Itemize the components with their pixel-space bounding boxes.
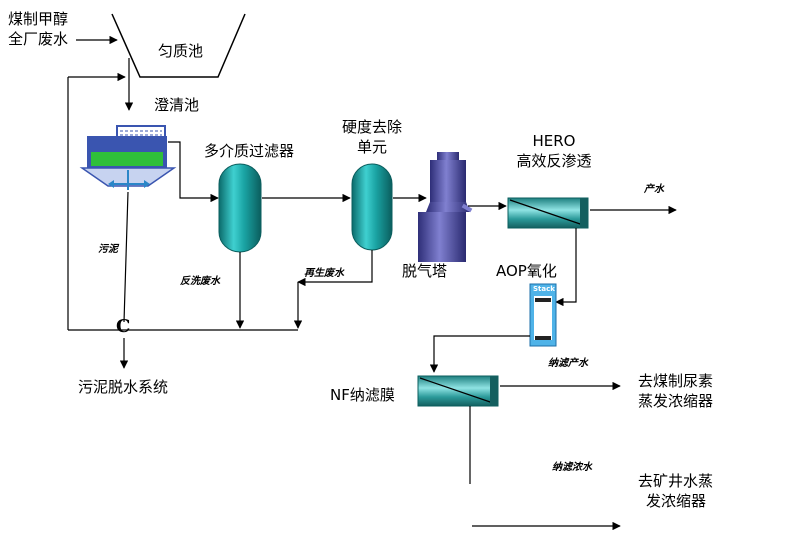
urea-evaporator-label-line2: 蒸发浓缩器	[638, 392, 714, 410]
degasser-label: 脱气塔	[402, 262, 448, 280]
aop-to-nf-line	[429, 335, 530, 373]
sludge-label: 污泥	[98, 244, 118, 255]
hardness-removal-label-line2: 单元	[356, 138, 387, 156]
product-water-label: 产水	[644, 184, 664, 195]
hardness-removal-label-line1: 硬度去除	[341, 118, 402, 136]
source-label-line1: 煤制甲醇	[8, 10, 69, 28]
source-label-line2: 全厂废水	[8, 30, 69, 48]
equalization-tank	[111, 13, 246, 78]
hero-membrane	[507, 197, 589, 229]
equalization-tank-label: 匀质池	[158, 42, 204, 60]
hero-to-aop-line	[555, 228, 577, 307]
junction-label: C	[116, 316, 131, 337]
mine-evaporator-label-line1: 去矿井水蒸	[638, 472, 714, 490]
clarifier-to-filter-line	[168, 141, 219, 203]
nf-label: NF纳滤膜	[330, 386, 395, 404]
aop-stack-label: Stack	[533, 285, 555, 293]
regen-waste-line	[297, 250, 373, 287]
mine-evaporator-label-line2: 发浓缩器	[646, 492, 707, 510]
regen-water-label: 再生废水	[304, 268, 344, 279]
nf-membrane	[417, 375, 499, 407]
aop-stack	[529, 283, 557, 347]
nf-permeate-label: 纳滤产水	[548, 358, 588, 369]
degasser-tower	[418, 152, 473, 262]
urea-evaporator-label-line1: 去煤制尿素	[638, 372, 714, 390]
sludge-line	[123, 191, 129, 323]
clarifier	[79, 125, 177, 190]
multimedia-filter-label: 多介质过滤器	[204, 142, 295, 160]
aop-label: AOP氧化	[496, 262, 557, 280]
nf-concentrate-label: 纳滤浓水	[552, 462, 592, 473]
multimedia-filter	[218, 163, 262, 253]
hero-label-line2: 高效反渗透	[516, 152, 592, 170]
sludge-dewatering-label: 污泥脱水系统	[78, 378, 169, 396]
backwash-water-label: 反洗废水	[180, 276, 220, 287]
hero-label-line1: HERO	[532, 132, 576, 150]
clarifier-label: 澄清池	[154, 96, 200, 114]
hardness-removal-unit	[351, 163, 393, 251]
